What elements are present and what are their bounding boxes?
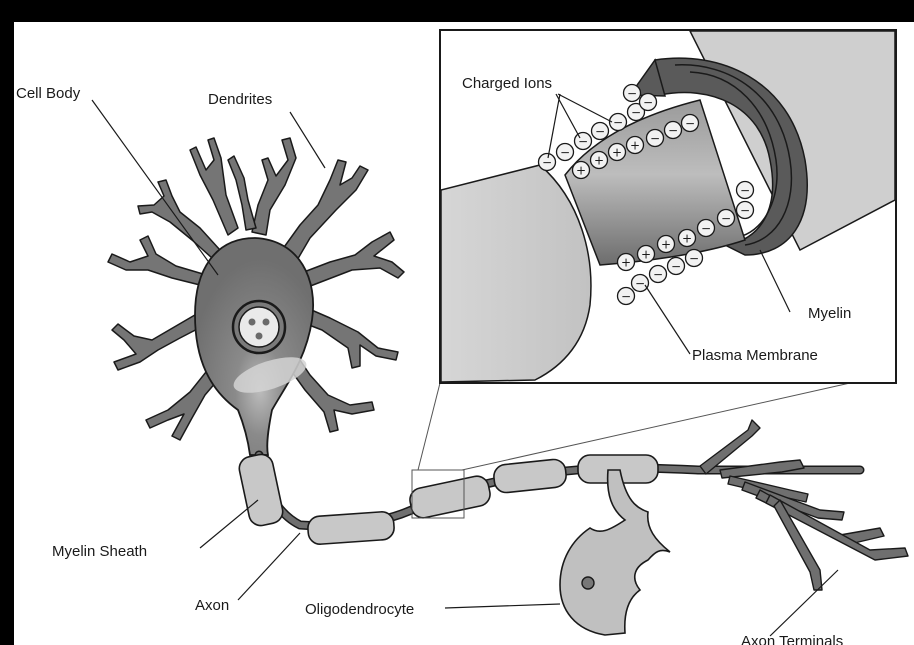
positive-ion-symbol: +: [641, 248, 651, 262]
negative-ion-symbol: −: [740, 204, 750, 218]
label-cell-body: Cell Body: [16, 85, 81, 102]
positive-ion-symbol: +: [661, 238, 671, 252]
label-myelin-sheath: Myelin Sheath: [52, 543, 147, 560]
label-myelin: Myelin: [808, 305, 851, 322]
label-charged-ions: Charged Ions: [462, 75, 552, 92]
negative-ion-symbol: −: [542, 156, 552, 170]
negative-ion-symbol: −: [701, 222, 711, 236]
positive-ion-symbol: +: [621, 256, 631, 270]
negative-ion-symbol: −: [740, 184, 750, 198]
negative-ion-symbol: −: [621, 290, 631, 304]
negative-ion-symbol: −: [560, 146, 570, 160]
positive-ion-symbol: +: [576, 164, 586, 178]
label-axon-terminals: Axon Terminals: [741, 633, 843, 645]
positive-ion-symbol: +: [594, 154, 604, 168]
label-axon: Axon: [195, 597, 229, 614]
positive-ion-symbol: +: [612, 146, 622, 160]
negative-ion-symbol: −: [627, 87, 637, 101]
label-oligodendrocyte: Oligodendrocyte: [305, 601, 414, 618]
positive-ion-symbol: +: [630, 139, 640, 153]
negative-ion-symbol: −: [650, 132, 660, 146]
negative-ion-symbol: −: [721, 212, 731, 226]
negative-ion-symbol: −: [653, 268, 663, 282]
negative-ion-symbol: −: [631, 106, 641, 120]
negative-ion-symbol: −: [635, 277, 645, 291]
positive-ion-symbol: +: [682, 232, 692, 246]
negative-ion-symbol: −: [613, 116, 623, 130]
nucleolus: [249, 319, 256, 326]
myelin-segment: [307, 511, 395, 545]
negative-ion-symbol: −: [685, 117, 695, 131]
label-plasma-membrane: Plasma Membrane: [692, 347, 818, 364]
negative-ion-symbol: −: [689, 252, 699, 266]
negative-ion-symbol: −: [671, 260, 681, 274]
negative-ion-symbol: −: [595, 125, 605, 139]
oligodendrocyte-nucleus: [582, 577, 594, 589]
label-dendrites: Dendrites: [208, 91, 272, 108]
negative-ion-symbol: −: [643, 96, 653, 110]
negative-ion-symbol: −: [668, 124, 678, 138]
